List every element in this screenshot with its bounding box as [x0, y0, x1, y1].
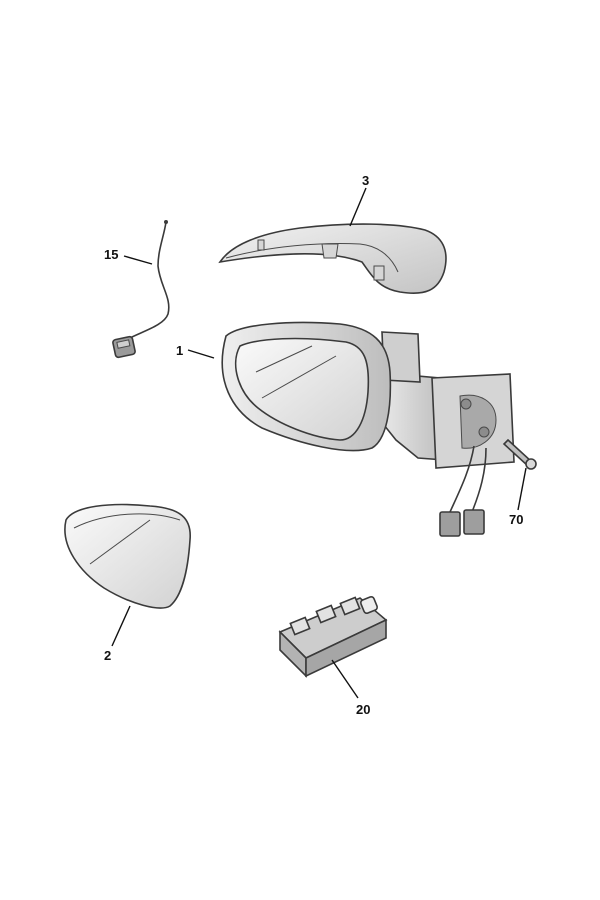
- mirror-glass-part: [64, 503, 191, 609]
- switch-block-part: [278, 595, 388, 678]
- callout-20: 20: [356, 702, 370, 717]
- leader-line-15: [123, 255, 153, 265]
- leader-line-20: [331, 659, 359, 699]
- callout-1: 1: [176, 343, 183, 358]
- mirror-assembly-part: [221, 321, 515, 537]
- leader-line-3: [349, 187, 367, 227]
- mirror-cover-part: [218, 223, 447, 294]
- callout-2: 2: [104, 648, 111, 663]
- leader-line-2: [111, 605, 131, 647]
- callout-3: 3: [362, 173, 369, 188]
- screw-part: [502, 438, 537, 470]
- wiring-harness-part: [112, 220, 170, 359]
- callout-15: 15: [104, 247, 118, 262]
- leader-line-70: [517, 467, 527, 511]
- leader-line-1: [187, 349, 215, 359]
- callout-70: 70: [509, 512, 523, 527]
